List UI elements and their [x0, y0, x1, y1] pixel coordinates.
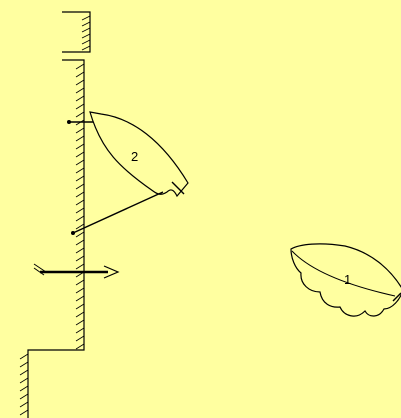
hatch-mark: [76, 296, 84, 301]
hatch-mark: [76, 336, 84, 341]
hatch-mark: [76, 176, 84, 181]
hatch-mark: [76, 192, 84, 197]
hatch-mark: [76, 240, 84, 245]
hatch-mark: [76, 160, 84, 165]
hatch-mark: [20, 402, 28, 407]
hatch-mark: [76, 344, 84, 349]
hatch-mark: [76, 80, 84, 85]
hatch-mark: [82, 16, 90, 20]
hatch-mark: [82, 40, 90, 44]
hatch-mark: [82, 34, 90, 38]
hatch-mark: [76, 88, 84, 93]
hatch-mark: [82, 46, 90, 50]
hatch-mark: [76, 328, 84, 333]
boat-2-label: 2: [131, 149, 138, 164]
hatch-mark: [76, 216, 84, 221]
hatch-mark: [76, 312, 84, 317]
hatch-mark: [76, 184, 84, 189]
hatch-mark: [82, 22, 90, 26]
wall-hatching: [20, 16, 90, 415]
direction-arrow: [34, 264, 118, 278]
hatch-mark: [76, 152, 84, 157]
boat-2: 2: [90, 112, 188, 196]
hatch-mark: [20, 410, 28, 415]
hatch-mark: [20, 362, 28, 367]
mooring-point-upper: [67, 120, 71, 124]
hatch-mark: [76, 112, 84, 117]
hatch-mark: [76, 288, 84, 293]
hatch-mark: [76, 280, 84, 285]
hatch-mark: [76, 168, 84, 173]
hatch-mark: [20, 386, 28, 391]
hatch-mark: [76, 248, 84, 253]
boat-2-rudder: [172, 182, 184, 194]
hatch-mark: [76, 144, 84, 149]
hatch-mark: [76, 136, 84, 141]
hatch-mark: [76, 208, 84, 213]
hatch-mark: [76, 264, 84, 269]
wall-outline: [28, 12, 90, 418]
boat-1-label: 1: [344, 272, 351, 287]
hatch-mark: [76, 256, 84, 261]
boat-1: 1: [291, 244, 401, 316]
hatch-mark: [76, 104, 84, 109]
hatch-mark: [76, 304, 84, 309]
hatch-mark: [76, 320, 84, 325]
hatch-mark: [20, 394, 28, 399]
hatch-mark: [76, 64, 84, 69]
hatch-mark: [82, 28, 90, 32]
hatch-mark: [20, 354, 28, 359]
hatch-mark: [20, 370, 28, 375]
mooring-point-lower: [71, 231, 75, 235]
hatch-mark: [76, 200, 84, 205]
hatch-mark: [76, 128, 84, 133]
hatch-mark: [76, 232, 84, 237]
hatch-mark: [20, 378, 28, 383]
hatch-mark: [76, 72, 84, 77]
hatch-mark: [76, 96, 84, 101]
mooring-line-stern: [73, 192, 163, 233]
